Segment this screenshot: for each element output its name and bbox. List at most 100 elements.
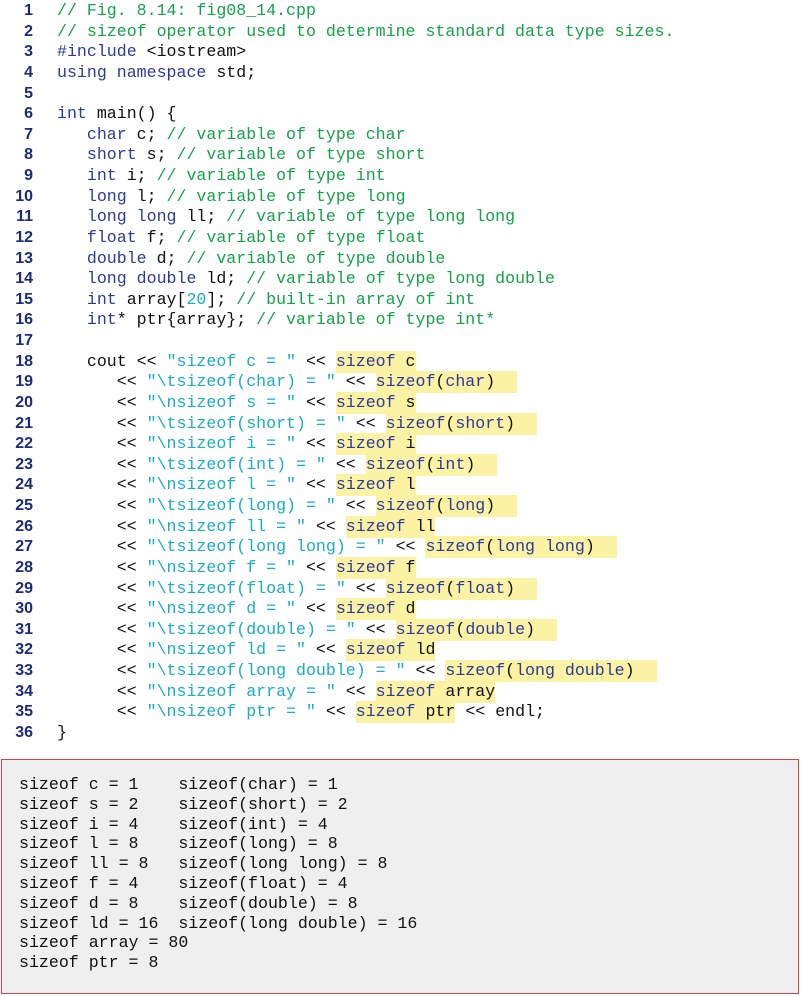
output-line: sizeof ptr = 8 [19,953,159,973]
comment: // Fig. 8.14: fig08_14.cpp [57,1,316,20]
keyword: using namespace [57,62,217,82]
code-token: c [395,351,416,371]
comment: // variable of type long long [226,207,516,227]
code-token: ]; [206,289,237,309]
sizeof-highlight: sizeof ptr [355,701,456,724]
code-token: << [57,496,147,515]
code-token: l [395,475,416,495]
output-line: sizeof i = 4 sizeof(int) = 4 [19,814,328,834]
code-token: ll [405,516,436,536]
code-text: << "\nsizeof i = " << sizeof i [57,433,416,456]
code-text: long long ll; // variable of type long l… [57,207,515,228]
code-text: << "\tsizeof(long double) = " << sizeof(… [57,660,657,682]
code-token: ( [435,496,446,515]
sizeof-highlight: sizeof i [335,433,416,456]
code-token: array[ [126,289,187,309]
keyword: int [57,104,97,124]
sizeof-highlight: sizeof ll [345,515,436,538]
keyword: long double [57,269,207,289]
code-token: ( [435,372,446,392]
string-literal: "sizeof c = " [166,351,296,371]
line-number: 34 [15,682,33,700]
output-line: sizeof l = 8 sizeof(long) = 8 [19,834,338,854]
code-token: ( [445,413,456,433]
code-token: main() { [96,104,177,124]
line-number: 22 [15,435,33,453]
code-token: cout << [57,351,167,371]
sizeof-highlight: sizeof(double) [395,618,558,641]
code-token: << [385,537,426,557]
comment: // variable of type char [166,124,406,144]
sizeof-highlight: sizeof array [375,680,496,703]
code-token: ( [455,619,466,639]
keyword: sizeof [335,475,396,495]
code-token: l; [136,186,167,206]
line-number: 26 [15,517,33,535]
string-literal: "\nsizeof f = " [146,557,296,577]
code-text: << "\tsizeof(float) = " << sizeof(float) [57,577,538,600]
code-token: << [345,413,386,433]
string-literal: "\tsizeof(long double) = " [146,661,406,680]
code-token: ld [405,640,436,660]
line-number: 27 [15,538,33,556]
line-number: 32 [15,641,33,659]
code-token: << [57,599,147,619]
code-token: ( [425,454,436,474]
code-token: s; [146,145,177,165]
code-token: << [57,640,147,660]
line-number: 33 [15,662,33,679]
code-token: c; [136,124,167,144]
line-number: 28 [15,558,33,576]
code-token: d [395,599,416,619]
keyword: #include [57,42,147,62]
sizeof-highlight: sizeof f [335,556,416,579]
keyword: sizeof [445,661,506,680]
code-token: ) [624,661,635,680]
code-text: #include <iostream> [57,42,246,63]
keyword: long [57,186,137,206]
line-number: 21 [15,414,33,432]
code-token: << [405,661,446,680]
code-text: << "\tsizeof(long) = " << sizeof(long) [57,495,518,517]
code-token: << [57,434,147,454]
code-token: << [57,661,147,680]
code-token: i; [126,166,157,185]
comment: // variable of type long double [246,269,555,289]
comment: // variable of type long [166,186,406,206]
keyword: sizeof [355,702,416,722]
number-literal: 20 [186,289,207,309]
code-token: ) [584,537,595,557]
line-number: 29 [15,579,33,597]
code-token: ) [505,413,516,433]
code-token: << [296,392,336,412]
line-number: 5 [24,84,33,102]
code-text: << "\tsizeof(short) = " << sizeof(short) [57,412,538,435]
code-text: cout << "sizeof c = " << sizeof c [57,350,416,373]
line-number: 1 [24,2,33,19]
line-number: 12 [15,228,33,246]
line-number: 19 [15,373,33,391]
comment: // variable of type int* [256,310,496,330]
keyword: float [57,227,147,247]
code-text: << "\tsizeof(int) = " << sizeof(int) [57,453,498,476]
line-number: 11 [16,208,33,226]
line-number: 30 [15,600,33,618]
string-literal: "\tsizeof(int) = " [146,454,326,474]
keyword: short [57,145,147,165]
code-text: long l; // variable of type long [57,187,406,208]
keyword: long long [57,207,187,227]
code-token: * ptr{array}; [116,310,257,330]
line-number: 35 [15,703,33,721]
code-token: i [395,434,416,454]
code-token: << [57,681,147,701]
code-text: << "\nsizeof s = " << sizeof s [57,391,416,414]
line-number: 17 [15,332,33,349]
code-token: ) [485,496,496,515]
code-token: << [345,578,386,598]
string-literal: "\nsizeof ptr = " [146,702,316,722]
string-literal: "\nsizeof s = " [146,392,296,412]
line-number: 13 [15,249,33,267]
code-token: << [57,619,147,639]
code-text: << "\nsizeof l = " << sizeof l [57,474,416,497]
keyword: long [445,496,486,515]
